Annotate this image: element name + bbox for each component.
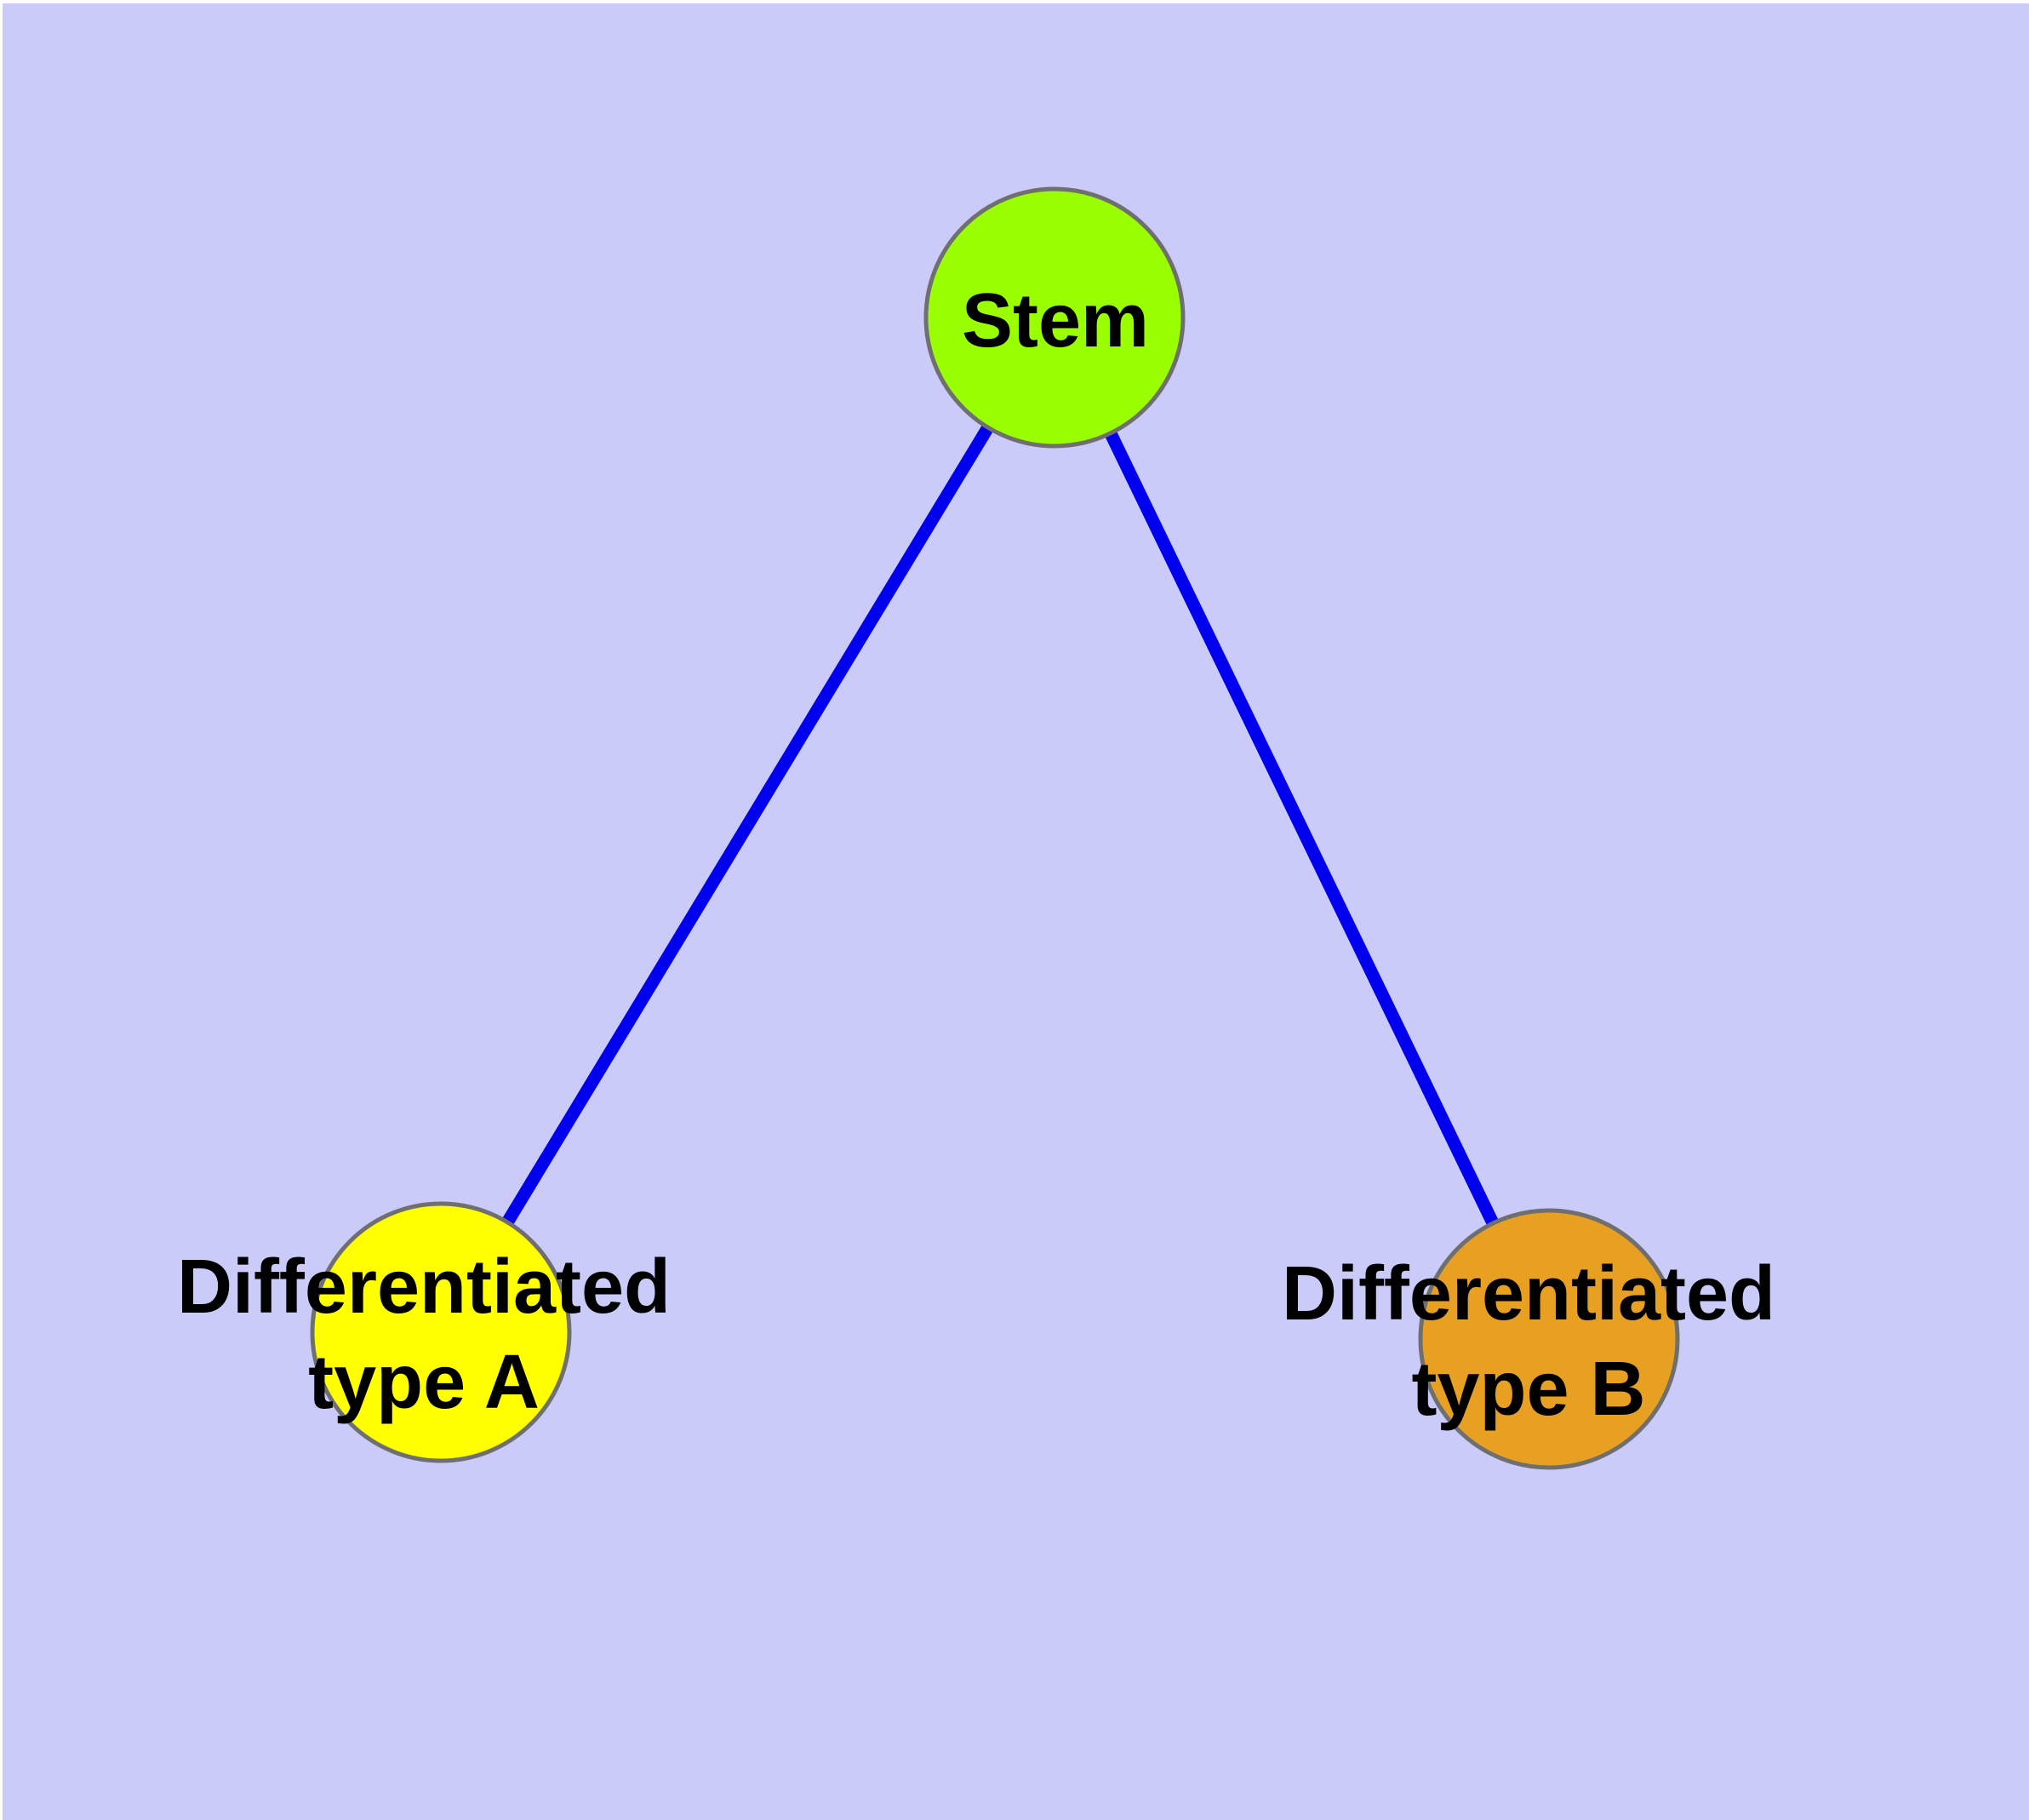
stem-node-label: Stem [962,278,1149,363]
edge-stem-to-type-b [1049,314,1555,1342]
type-b-node-label-line1: Differentiated [1282,1251,1775,1336]
type-a-node [310,1201,572,1463]
type-b-node [1418,1208,1680,1470]
type-b-node-label-line2: type B [1411,1347,1645,1432]
type-a-node-label-line1: Differentiated [177,1245,671,1330]
edge-stem-to-type-a [435,314,1060,1336]
type-a-node-label-line2: type A [308,1340,540,1425]
stem-node [923,186,1186,449]
